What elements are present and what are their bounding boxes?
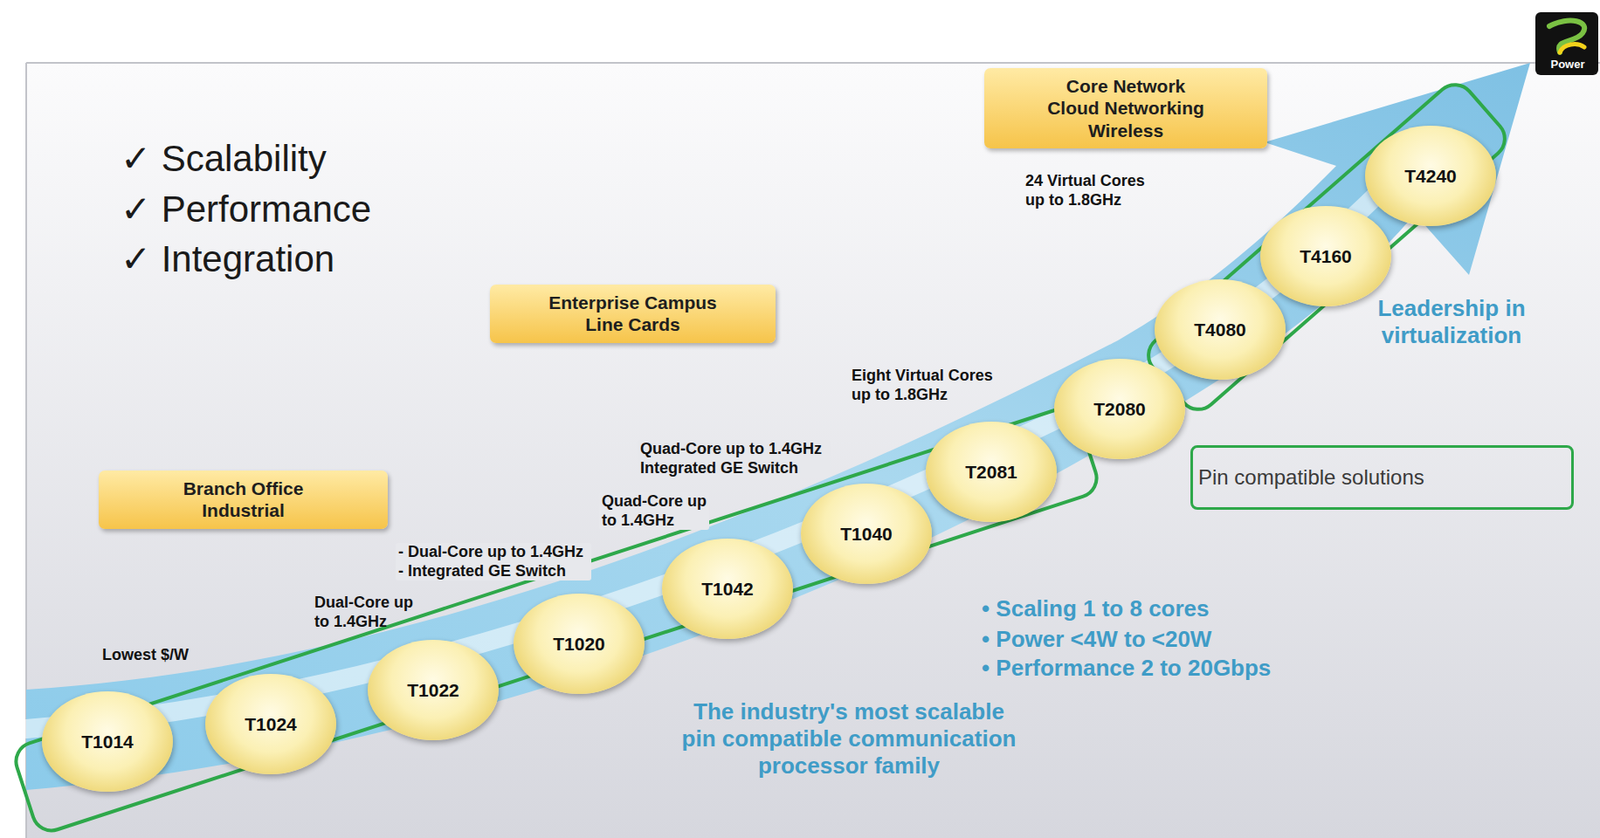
chip-oval: T4080 [1154, 279, 1286, 380]
chip-oval: T2081 [925, 421, 1057, 523]
power-logo [1535, 12, 1599, 76]
market-box: Core Network Cloud Networking Wireless [984, 68, 1268, 149]
benefit-item: ✓ Performance [120, 187, 372, 232]
panel-edge [26, 62, 1600, 838]
chip-oval: T2080 [1054, 358, 1186, 460]
bullet-point: • Performance 2 to 20Gbps [981, 655, 1271, 683]
chip-feature: Quad-Core up to 1.4GHz [599, 492, 710, 531]
chip-name: T2080 [1093, 399, 1146, 421]
chip-oval: T1024 [205, 674, 337, 775]
chip-name: T1040 [840, 524, 893, 545]
tagline: The industry's most scalable pin compati… [674, 698, 1024, 781]
chip-oval: T1040 [800, 483, 932, 585]
logo-text: Power [1536, 57, 1600, 72]
chip-name: T2081 [965, 462, 1018, 483]
chip-feature: Quad-Core up to 1.4GHz Integrated GE Swi… [637, 440, 831, 478]
market-label: Enterprise Campus Line Cards [538, 291, 727, 336]
chip-oval: T1020 [513, 593, 645, 695]
chip-name: T1042 [701, 579, 754, 600]
chip-feature: Dual-Core up to 1.4GHz [314, 593, 420, 632]
legend-text: Pin compatible solutions [1198, 465, 1425, 490]
chip-feature: Eight Virtual Cores up to 1.8GHz [851, 366, 1005, 405]
callout-text: Leadership in virtualization [1368, 295, 1535, 350]
chip-oval: T1042 [662, 538, 794, 640]
legend-box: Pin compatible solutions [1190, 445, 1574, 511]
market-box: Enterprise Campus Line Cards [489, 284, 776, 344]
chip-oval: T1022 [367, 640, 499, 741]
chip-name: T4080 [1193, 319, 1247, 341]
chip-oval: T4240 [1365, 125, 1497, 227]
chip-name: T1020 [552, 634, 606, 656]
benefit-item: ✓ Integration [120, 237, 335, 282]
market-box: Branch Office Industrial [98, 470, 388, 530]
power-logo-swirl [1549, 20, 1585, 53]
chip-feature: 24 Virtual Cores up to 1.8GHz [1025, 172, 1157, 210]
chip-name: T4240 [1404, 165, 1457, 187]
power-logo-swirl [1559, 44, 1585, 53]
market-label: Core Network Cloud Networking Wireless [1042, 75, 1209, 142]
benefit-item: ✓ Scalability [120, 137, 327, 181]
chip-feature: - Dual-Core up to 1.4GHz - Integrated GE… [395, 543, 592, 581]
bullet-point: • Scaling 1 to 8 cores [981, 595, 1210, 623]
chip-feature: Lowest $/W [102, 646, 189, 666]
chip-oval: T1014 [41, 691, 173, 793]
chip-name: T4160 [1299, 246, 1352, 268]
bullet-point: • Power <4W to <20W [981, 626, 1212, 654]
pin-compatible-outline [11, 404, 1103, 836]
chip-oval: T4160 [1260, 206, 1392, 307]
market-label: Branch Office Industrial [156, 477, 332, 522]
panel [26, 62, 1600, 838]
chip-name: T1024 [244, 714, 297, 736]
chip-name: T1022 [406, 680, 460, 702]
chip-name: T1014 [81, 731, 134, 753]
growth-swoosh [26, 62, 1531, 791]
